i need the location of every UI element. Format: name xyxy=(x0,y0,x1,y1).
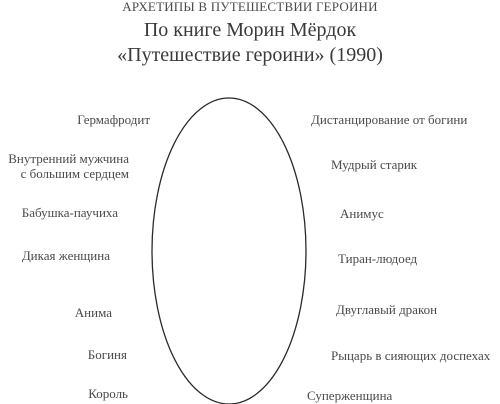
title-overline: АРХЕТИПЫ В ПУТЕШЕСТВИИ ГЕРОИНИ xyxy=(122,0,378,14)
label-right-2: Мудрый старик xyxy=(331,157,418,172)
journey-cycle-ellipse xyxy=(151,97,307,404)
label-left-3: Бабушка-паучиха xyxy=(21,205,118,220)
label-left-1: Гермафродит xyxy=(77,112,150,127)
label-right-1: Дистанцирование от богини xyxy=(311,112,468,127)
label-right-3: Анимус xyxy=(340,206,384,221)
label-right-5: Двуглавый дракон xyxy=(336,302,438,317)
label-left-7: Король xyxy=(88,386,128,401)
title-line-1: По книге Морин Мёрдок xyxy=(143,19,357,41)
label-right-6: Рыцарь в сияющих доспехах xyxy=(331,348,491,363)
label-right-7: Суперженщина xyxy=(307,388,393,403)
label-left-5: Анима xyxy=(74,305,112,320)
label-left-4: Дикая женщина xyxy=(21,248,110,263)
label-right-4: Тиран-людоед xyxy=(338,251,418,266)
title-line-2: «Путешествие героини» (1990) xyxy=(117,44,383,66)
label-left-2: Внутренний мужчина с большим сердцем xyxy=(8,151,129,181)
label-left-6: Богиня xyxy=(87,347,127,362)
